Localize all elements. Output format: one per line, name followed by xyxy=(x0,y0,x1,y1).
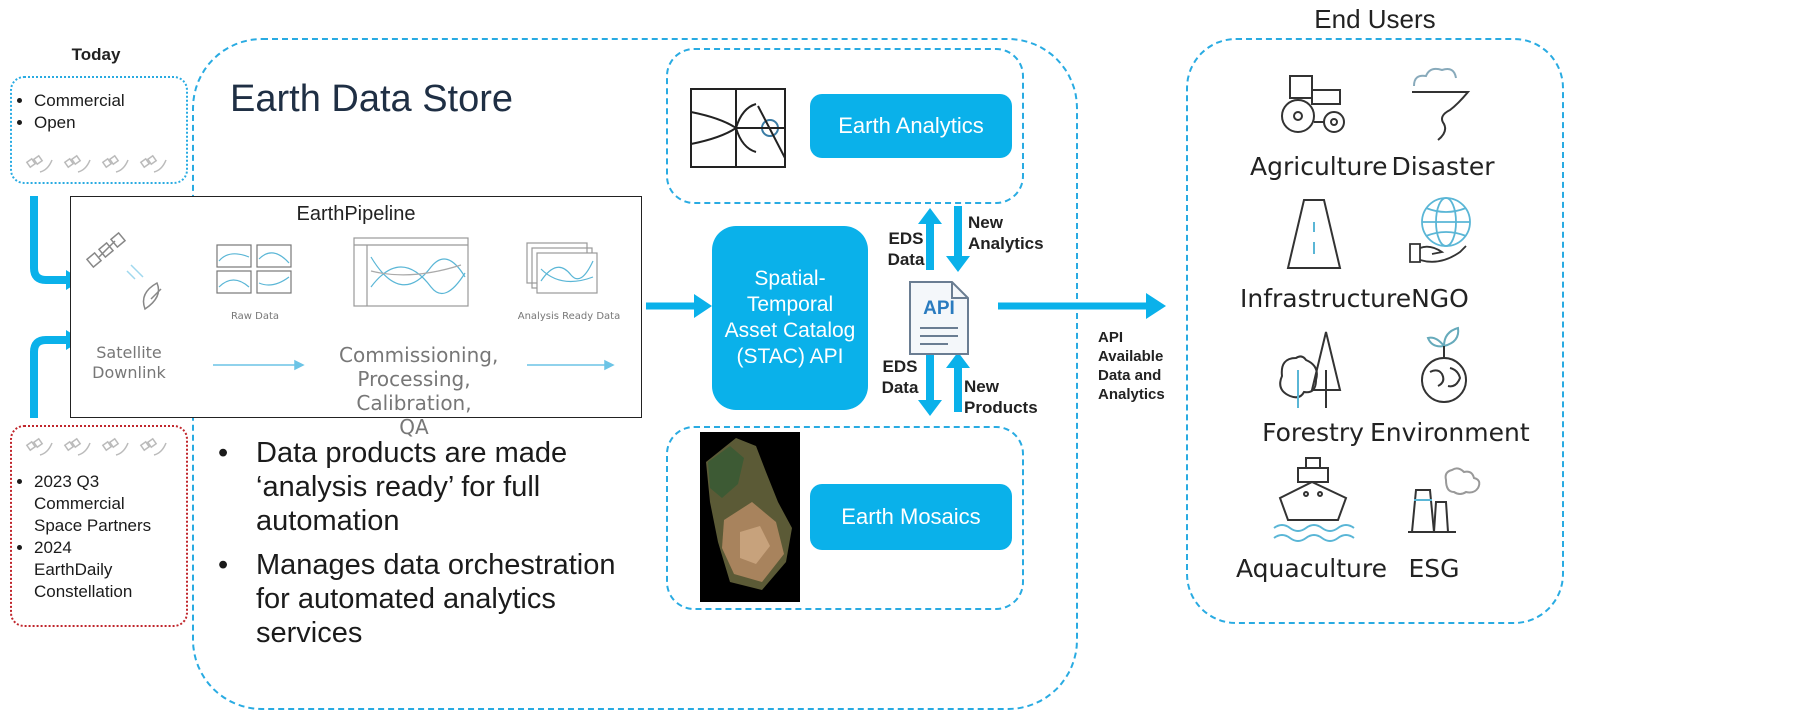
end-users-container xyxy=(1186,38,1564,624)
earth-analytics-label: Earth Analytics xyxy=(838,113,984,138)
ship-icon xyxy=(1273,457,1355,542)
earth-plant-icon xyxy=(1421,326,1467,403)
tractor-icon xyxy=(1281,75,1345,133)
processing-label: Commissioning, Processing, Calibration, … xyxy=(339,343,499,439)
eds-data-top-label: EDS Data xyxy=(887,229,925,269)
earth-data-store-bullets: Data products are made ‘analysis ready’ … xyxy=(218,436,638,660)
earth-mosaics-label: Earth Mosaics xyxy=(841,504,981,529)
road-icon xyxy=(1286,199,1342,269)
analysis-ready-data-icon xyxy=(526,242,598,294)
end-user-forestry: Forestry xyxy=(1262,418,1364,447)
tornado-icon xyxy=(1412,67,1471,141)
today-sources-list: Commercial Open xyxy=(12,90,186,134)
list-item: Commercial xyxy=(34,90,186,112)
api-vertical-arrows xyxy=(918,206,970,416)
end-users-title: End Users xyxy=(1314,4,1436,34)
api-icon-text: API xyxy=(923,298,955,319)
today-title: Today xyxy=(71,45,121,64)
list-item: 2023 Q3 Commercial Space Partners xyxy=(34,471,154,537)
stac-api-label: Spatial-Temporal Asset Catalog (STAC) AP… xyxy=(724,267,856,368)
globe-hand-icon xyxy=(1409,197,1471,263)
earth-pipeline-box: EarthPipeline Satellite Downlink Raw Dat… xyxy=(70,196,642,439)
pipeline-flow-arrows xyxy=(213,359,615,371)
eds-data-bottom-label: EDS Data xyxy=(881,357,919,397)
earth-pipeline-title: EarthPipeline xyxy=(296,203,416,225)
analytics-diagram-icon xyxy=(690,88,786,168)
api-to-end-users-arrow xyxy=(998,293,1166,319)
analysis-ready-data-label: Analysis Ready Data xyxy=(517,311,621,322)
list-item: Data products are made ‘analysis ready’ … xyxy=(218,436,638,538)
satellite-row-icon xyxy=(25,437,167,456)
list-item: Open xyxy=(34,112,186,134)
end-user-ngo: NGO xyxy=(1411,284,1469,313)
api-document-icon[interactable] xyxy=(906,278,972,358)
raw-data-icon xyxy=(216,244,292,294)
earth-mosaics-container: Earth Mosaics xyxy=(666,426,1024,610)
list-item: Manages data orchestration for automated… xyxy=(218,548,638,650)
satellite-downlink-label: Satellite Downlink xyxy=(92,343,166,382)
factory-emissions-icon xyxy=(1408,467,1481,533)
end-user-aquaculture: Aquaculture xyxy=(1236,554,1387,583)
satellite-downlink-icon xyxy=(85,231,162,311)
earth-data-store-title: Earth Data Store xyxy=(230,78,514,120)
new-analytics-label: New Analytics xyxy=(968,213,1044,253)
list-item: 2024 EarthDaily Constellation xyxy=(34,537,154,603)
end-user-disaster: Disaster xyxy=(1391,152,1495,181)
earth-analytics-container: Earth Analytics xyxy=(666,48,1024,204)
end-user-infrastructure: Infrastructure xyxy=(1240,284,1412,313)
processing-chart-icon xyxy=(353,237,469,307)
earth-analytics-button[interactable]: Earth Analytics xyxy=(810,94,1012,158)
raw-data-label: Raw Data xyxy=(230,311,280,322)
mosaic-satellite-image xyxy=(700,432,800,602)
earth-mosaics-button[interactable]: Earth Mosaics xyxy=(810,484,1012,550)
api-available-label: API Available Data and Analytics xyxy=(1098,329,1165,403)
satellite-row-icon xyxy=(25,154,167,173)
pipeline-to-stac-arrow xyxy=(646,294,712,318)
end-user-agriculture: Agriculture xyxy=(1250,152,1388,181)
end-user-esg: ESG xyxy=(1408,554,1460,583)
end-user-environment: Environment xyxy=(1370,418,1530,447)
today-sources-box: Commercial Open xyxy=(10,76,188,184)
future-sources-box: 2023 Q3 Commercial Space Partners 2024 E… xyxy=(10,425,188,627)
future-sources-list: 2023 Q3 Commercial Space Partners 2024 E… xyxy=(12,471,154,603)
new-products-label: New Products xyxy=(964,377,1038,417)
trees-icon xyxy=(1279,331,1342,408)
stac-api-box[interactable]: Spatial-Temporal Asset Catalog (STAC) AP… xyxy=(712,226,868,410)
